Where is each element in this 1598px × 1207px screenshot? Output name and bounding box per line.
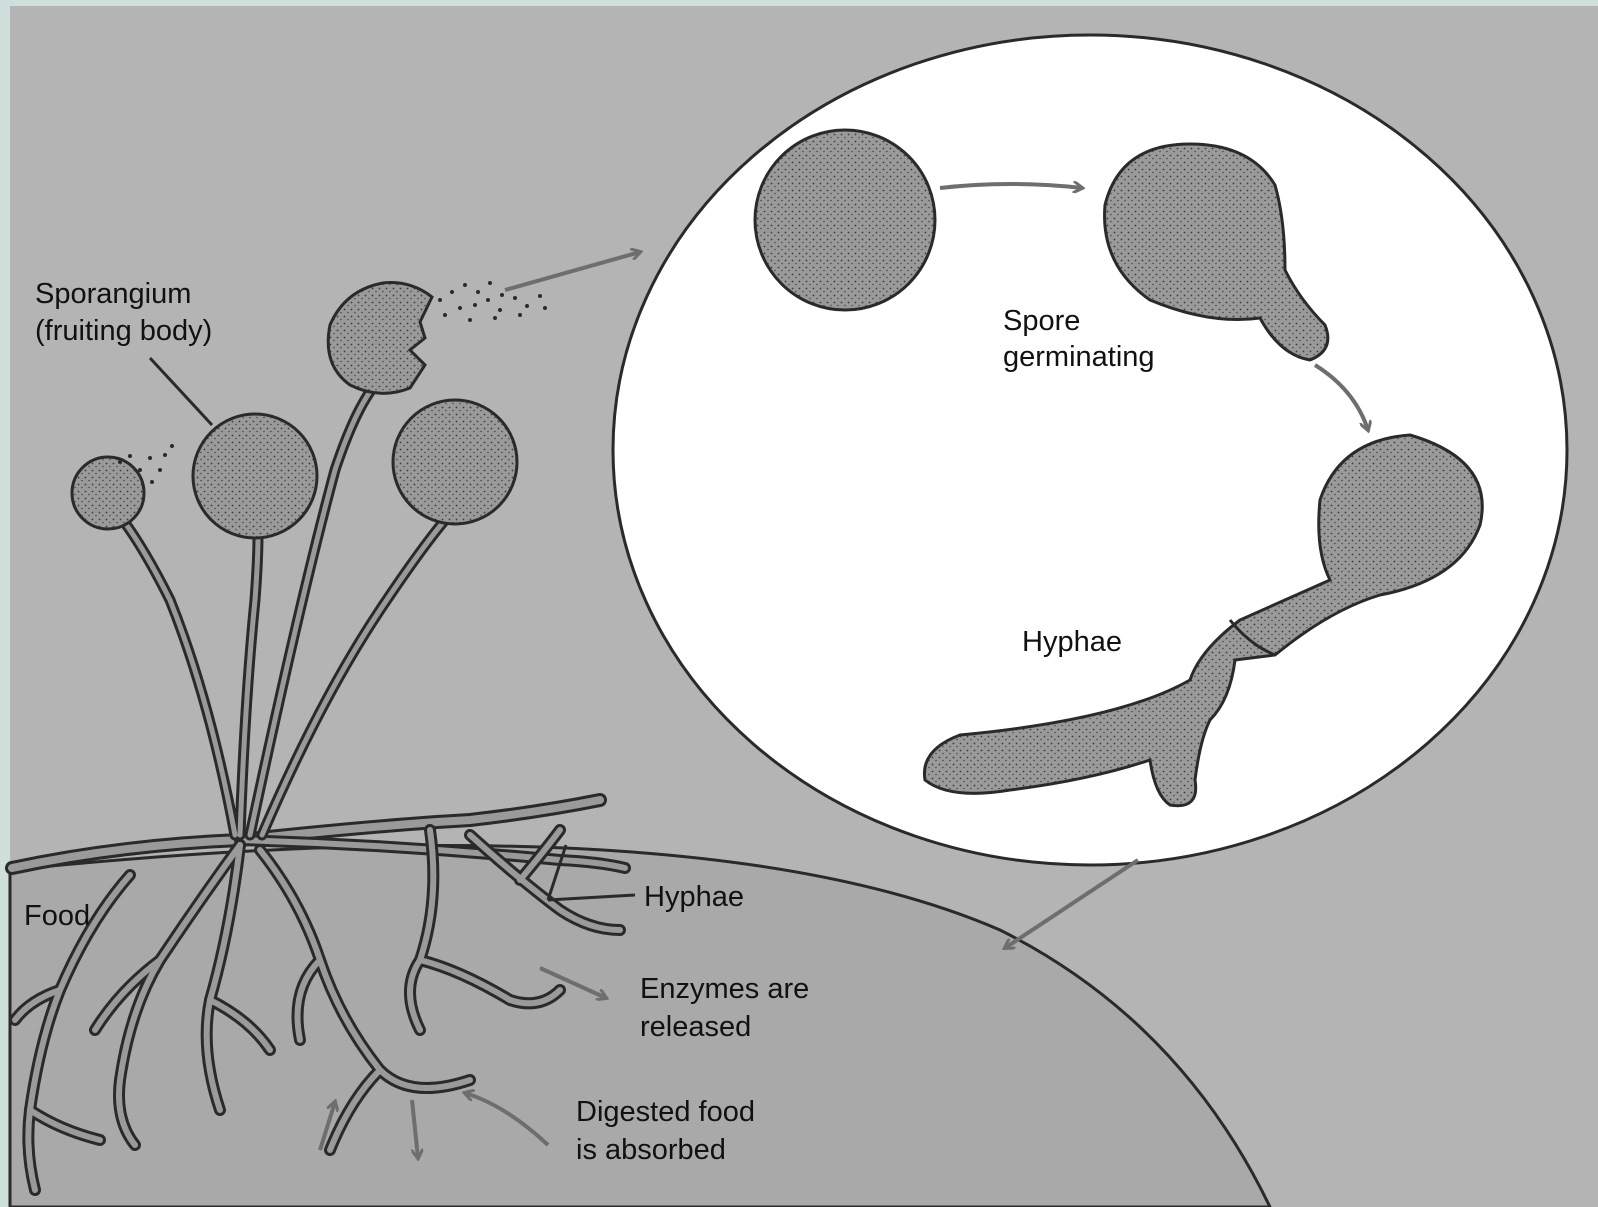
label-absorbed: is absorbed — [576, 1134, 726, 1166]
label-digested-food: Digested food — [576, 1096, 755, 1128]
label-hyphae: Hyphae — [644, 881, 744, 913]
sporangium-right — [393, 400, 517, 524]
label-spore: Spore — [1003, 305, 1080, 337]
sporangium-bursting — [328, 283, 432, 394]
label-sporangium: Sporangium — [35, 278, 191, 310]
label-germinating: germinating — [1003, 341, 1155, 373]
arrow-spores-to-inset — [505, 252, 640, 290]
label-enzymes: Enzymes are — [640, 973, 809, 1005]
spore — [755, 130, 935, 310]
label-food: Food — [24, 900, 90, 932]
sporangium-small — [72, 457, 144, 529]
arrow-inset-to-food — [1005, 860, 1138, 948]
sporangium-center — [193, 414, 317, 538]
label-fruiting-body: (fruiting body) — [35, 315, 212, 347]
label-released: released — [640, 1011, 751, 1043]
label-hyphae-inset: Hyphae — [1022, 626, 1122, 658]
